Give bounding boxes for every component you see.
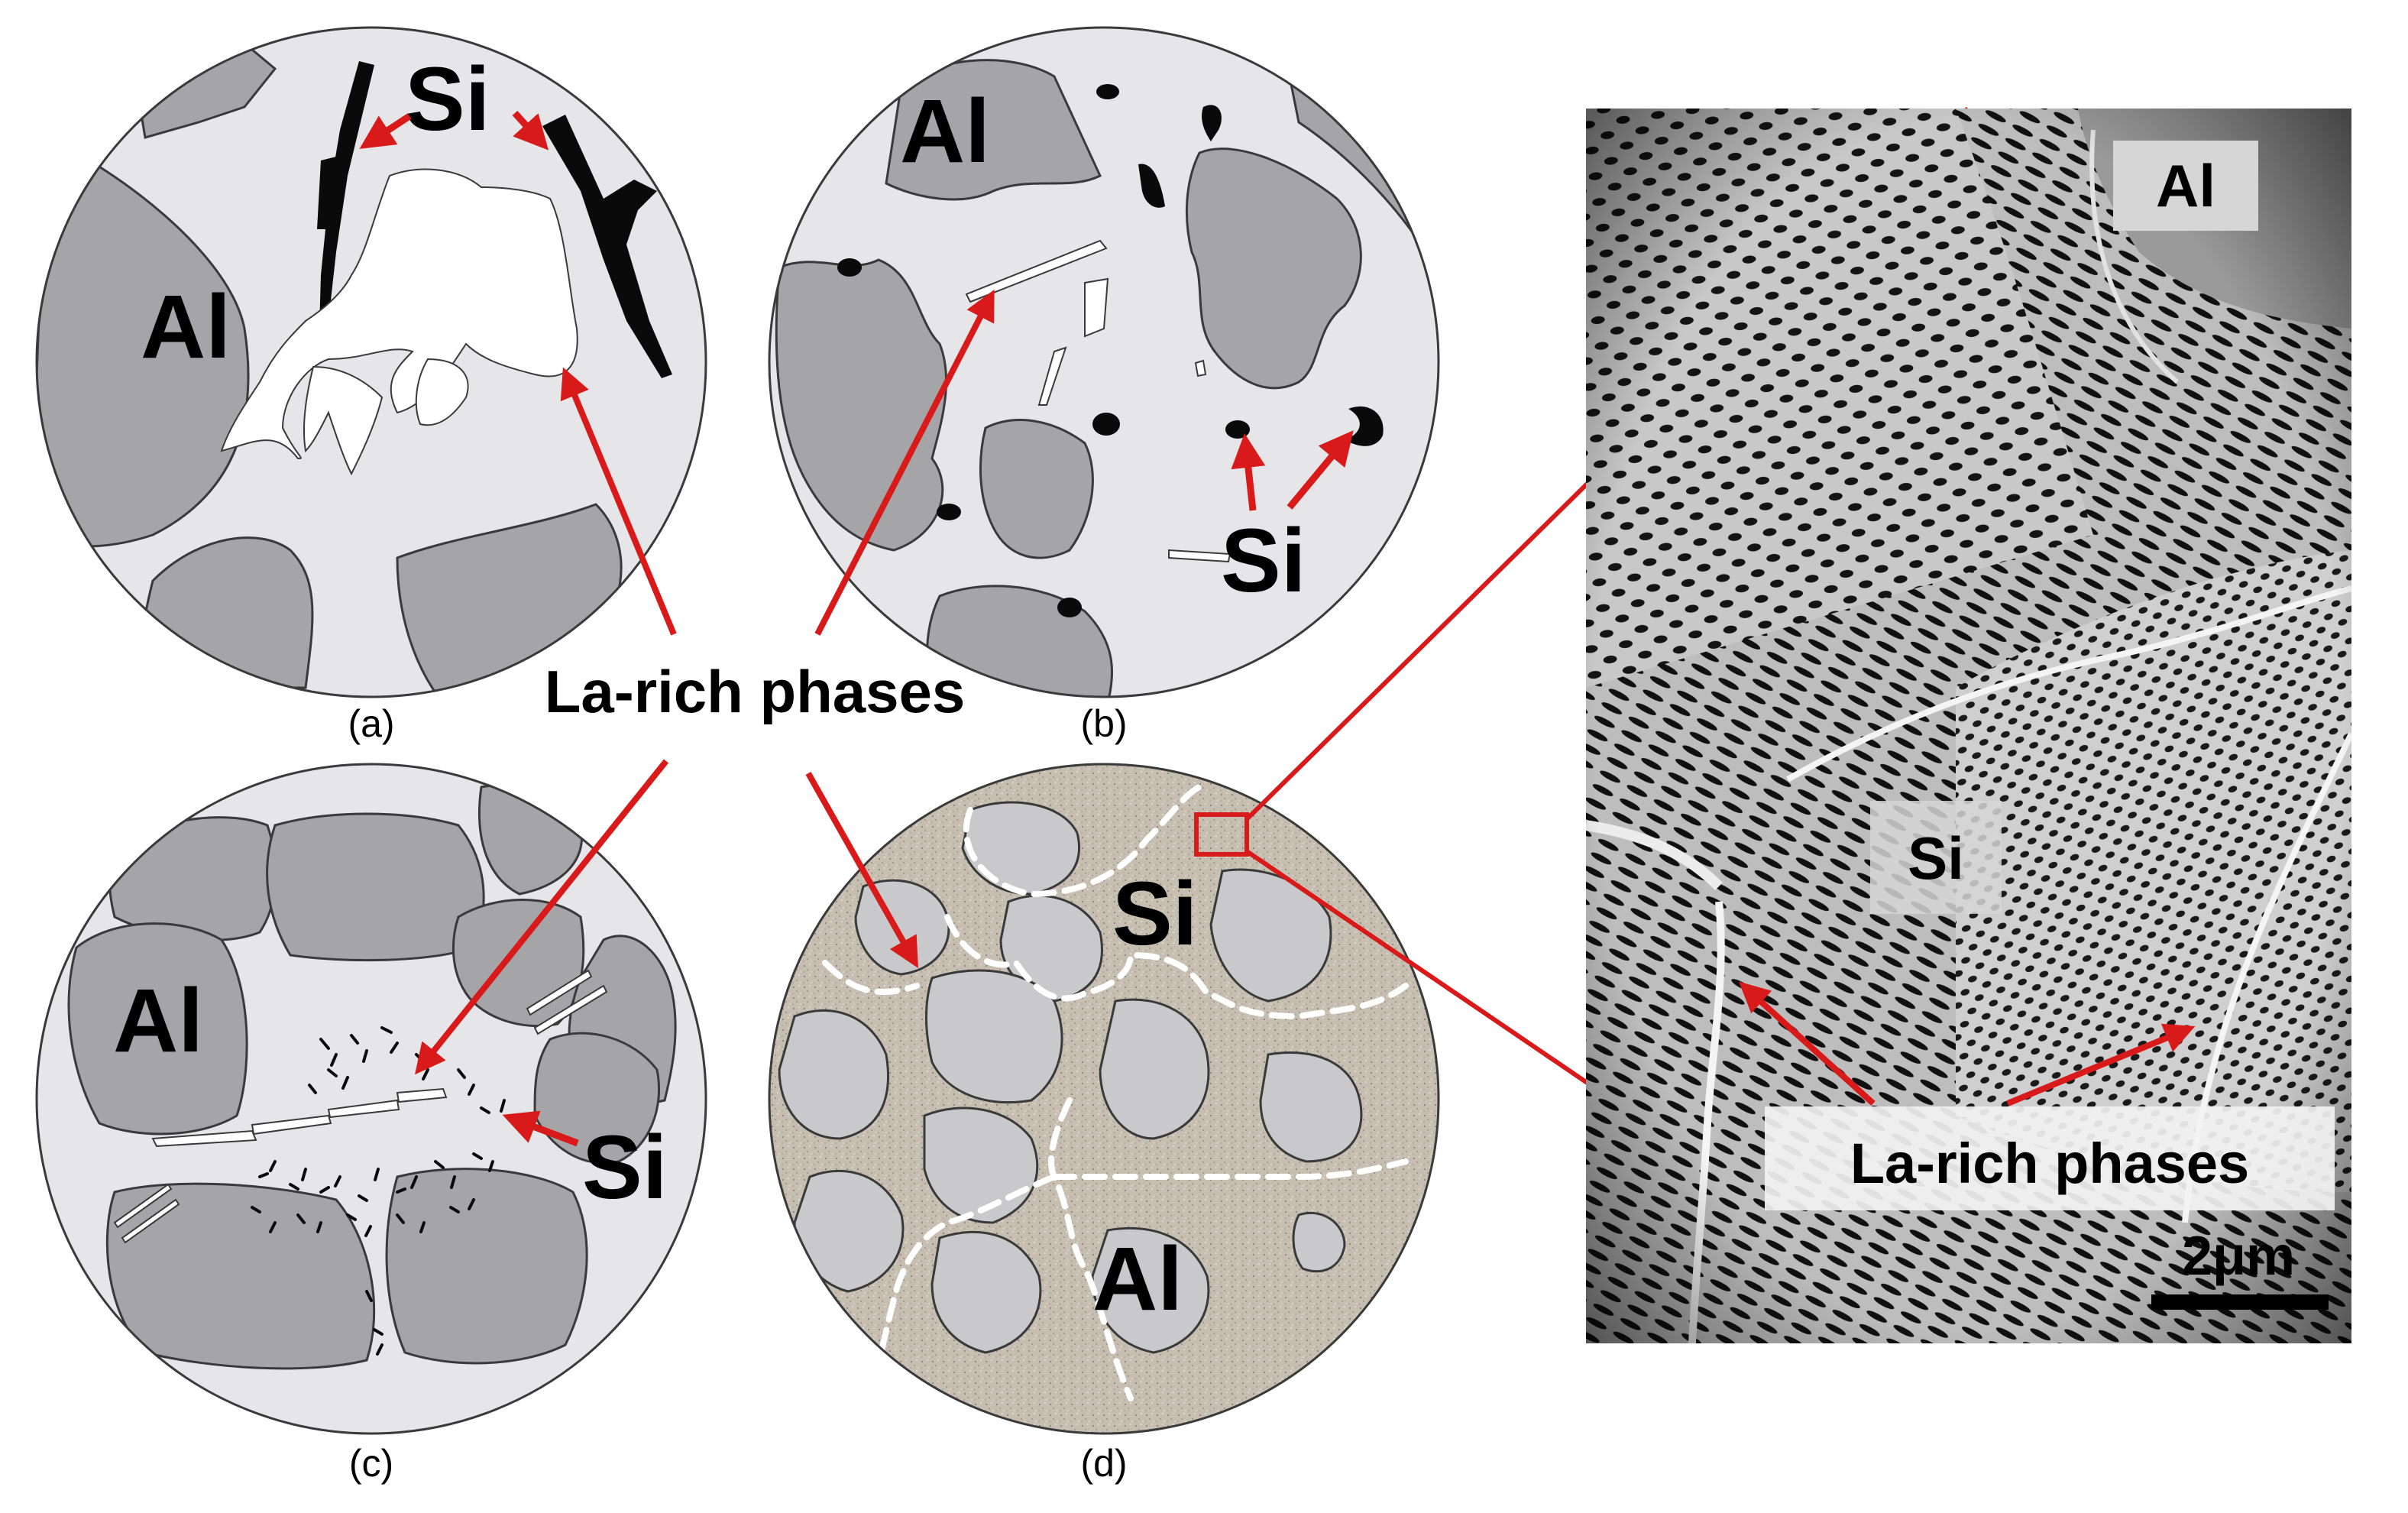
panel-a-si-plate xyxy=(317,157,336,229)
panel-a-si-label: Si xyxy=(405,49,490,150)
panel-a-si-plate xyxy=(542,115,672,378)
panel-a-caption: (a) xyxy=(348,702,394,745)
panel-b-si-particle xyxy=(1345,406,1384,446)
panel-b-si-arrow-left xyxy=(1231,433,1266,511)
panel-a: Al Si (a) xyxy=(35,26,707,745)
panel-c-al-grain xyxy=(385,1168,588,1365)
panel-b-si-label: Si xyxy=(1221,510,1306,611)
panel-d-al-grain xyxy=(1259,1051,1363,1163)
panel-a-outline xyxy=(35,26,707,698)
panel-b-al-grain xyxy=(775,258,948,552)
panel-c-outline xyxy=(35,763,707,1435)
sem-la-rich-label: La-rich phases xyxy=(1850,1132,2249,1195)
sem-la-rich-arrow-right xyxy=(2006,1023,2196,1106)
panel-b-si-particle xyxy=(1092,413,1120,436)
panel-b-si-particle xyxy=(1138,164,1165,208)
panel-b-si-arrow-right xyxy=(1287,430,1354,510)
panel-d-al-grain xyxy=(778,1009,889,1140)
panel-c-al-grain xyxy=(105,1182,376,1370)
panel-d-outline xyxy=(768,763,1440,1435)
panel-b-la-rich-needle xyxy=(1168,549,1232,563)
panel-c-al-grain xyxy=(533,1032,661,1165)
panel-d-al-grain xyxy=(931,1230,1042,1354)
panel-c-si-arrow xyxy=(502,1110,579,1147)
panel-d-al-grain xyxy=(925,969,1063,1104)
sem-la-rich-label-bg xyxy=(1765,1106,2335,1210)
panel-d-al-label: Al xyxy=(1092,1229,1183,1330)
sem-al-label: Al xyxy=(2156,152,2215,219)
la-rich-callout: La-rich phases xyxy=(414,289,995,1075)
panel-b-si-particle xyxy=(837,258,862,277)
panel-b-caption: (b) xyxy=(1080,702,1127,745)
panel-b-outline xyxy=(768,26,1440,698)
panel-c-al-grain xyxy=(67,922,248,1136)
panel-a-la-rich-phase xyxy=(220,168,578,460)
panel-c: Al Si (c) xyxy=(35,763,707,1485)
sem-scale-bar xyxy=(2151,1294,2329,1310)
panel-d-caption: (d) xyxy=(1080,1442,1127,1485)
panel-c-la-rich-needle xyxy=(533,984,608,1035)
panel-d-al-grain xyxy=(1099,998,1210,1140)
panel-d-al-grain xyxy=(961,801,1080,896)
panel-d-zoom-box xyxy=(1194,812,1249,857)
panel-b: Al Si (b) xyxy=(768,26,1440,745)
panel-d-si-label: Si xyxy=(1112,863,1198,964)
panel-d-al-grain xyxy=(1292,1211,1346,1273)
panel-c-la-rich-needle xyxy=(121,1198,180,1244)
sem-si-label-bg xyxy=(1870,801,2002,914)
sem-al-label-bg xyxy=(2113,141,2258,231)
panel-b-la-rich-needle xyxy=(1194,359,1207,377)
panel-a-la-rich-phase xyxy=(415,358,469,426)
panel-b-al-grain xyxy=(979,419,1094,559)
panel-b-si-particle xyxy=(1057,598,1082,617)
panel-b-si-particle xyxy=(1202,105,1222,141)
callout-arrow-to-c xyxy=(414,759,669,1075)
panel-c-la-rich-needle xyxy=(113,1183,173,1229)
panel-c-la-rich-needle xyxy=(396,1087,448,1103)
panel-c-al-grain xyxy=(266,812,485,962)
sem-la-rich-arrow-left xyxy=(1739,981,1876,1106)
panel-b-si-particle xyxy=(1096,84,1119,99)
panel-c-al-grain xyxy=(108,816,277,941)
sem-scale-bar-label: 2μm xyxy=(2182,1226,2295,1287)
panel-b-la-rich-needle xyxy=(1037,346,1067,406)
panel-b-al-grain xyxy=(885,59,1102,201)
panel-b-al-label: Al xyxy=(900,81,990,182)
panel-a-al-label: Al xyxy=(141,277,231,377)
panel-c-si-label: Si xyxy=(582,1117,668,1218)
panel-c-la-rich-needle xyxy=(251,1114,332,1136)
panel-d-la-rich-network xyxy=(822,784,1409,1401)
panel-c-la-rich-needle xyxy=(526,969,593,1016)
panel-a-la-rich-phase xyxy=(303,365,384,476)
sem-micrograph: Al Si La-rich phases 2μm xyxy=(1586,109,2351,1343)
la-rich-callout-label: La-rich phases xyxy=(545,658,966,725)
callout-arrow-to-d xyxy=(805,772,918,968)
callout-arrow-to-b xyxy=(814,289,995,636)
panel-a-si-arrow-left xyxy=(359,113,412,149)
panel-b-si-particle xyxy=(1225,420,1250,439)
panel-c-caption: (c) xyxy=(349,1442,393,1485)
panel-b-al-grain xyxy=(1185,147,1362,390)
sem-si-label: Si xyxy=(1908,825,1964,892)
panel-b-la-rich-needle xyxy=(1084,277,1109,338)
panel-a-si-arrow-right xyxy=(512,110,549,151)
panel-a-si-plate xyxy=(319,61,374,329)
panel-c-al-label: Al xyxy=(113,970,203,1071)
panel-d: Si Al (d) xyxy=(768,763,1440,1485)
callout-arrow-to-a xyxy=(560,367,677,636)
panel-b-si-particle xyxy=(937,504,961,520)
panel-c-la-rich-needle xyxy=(327,1099,400,1119)
panel-c-la-rich-needle xyxy=(151,1129,257,1148)
